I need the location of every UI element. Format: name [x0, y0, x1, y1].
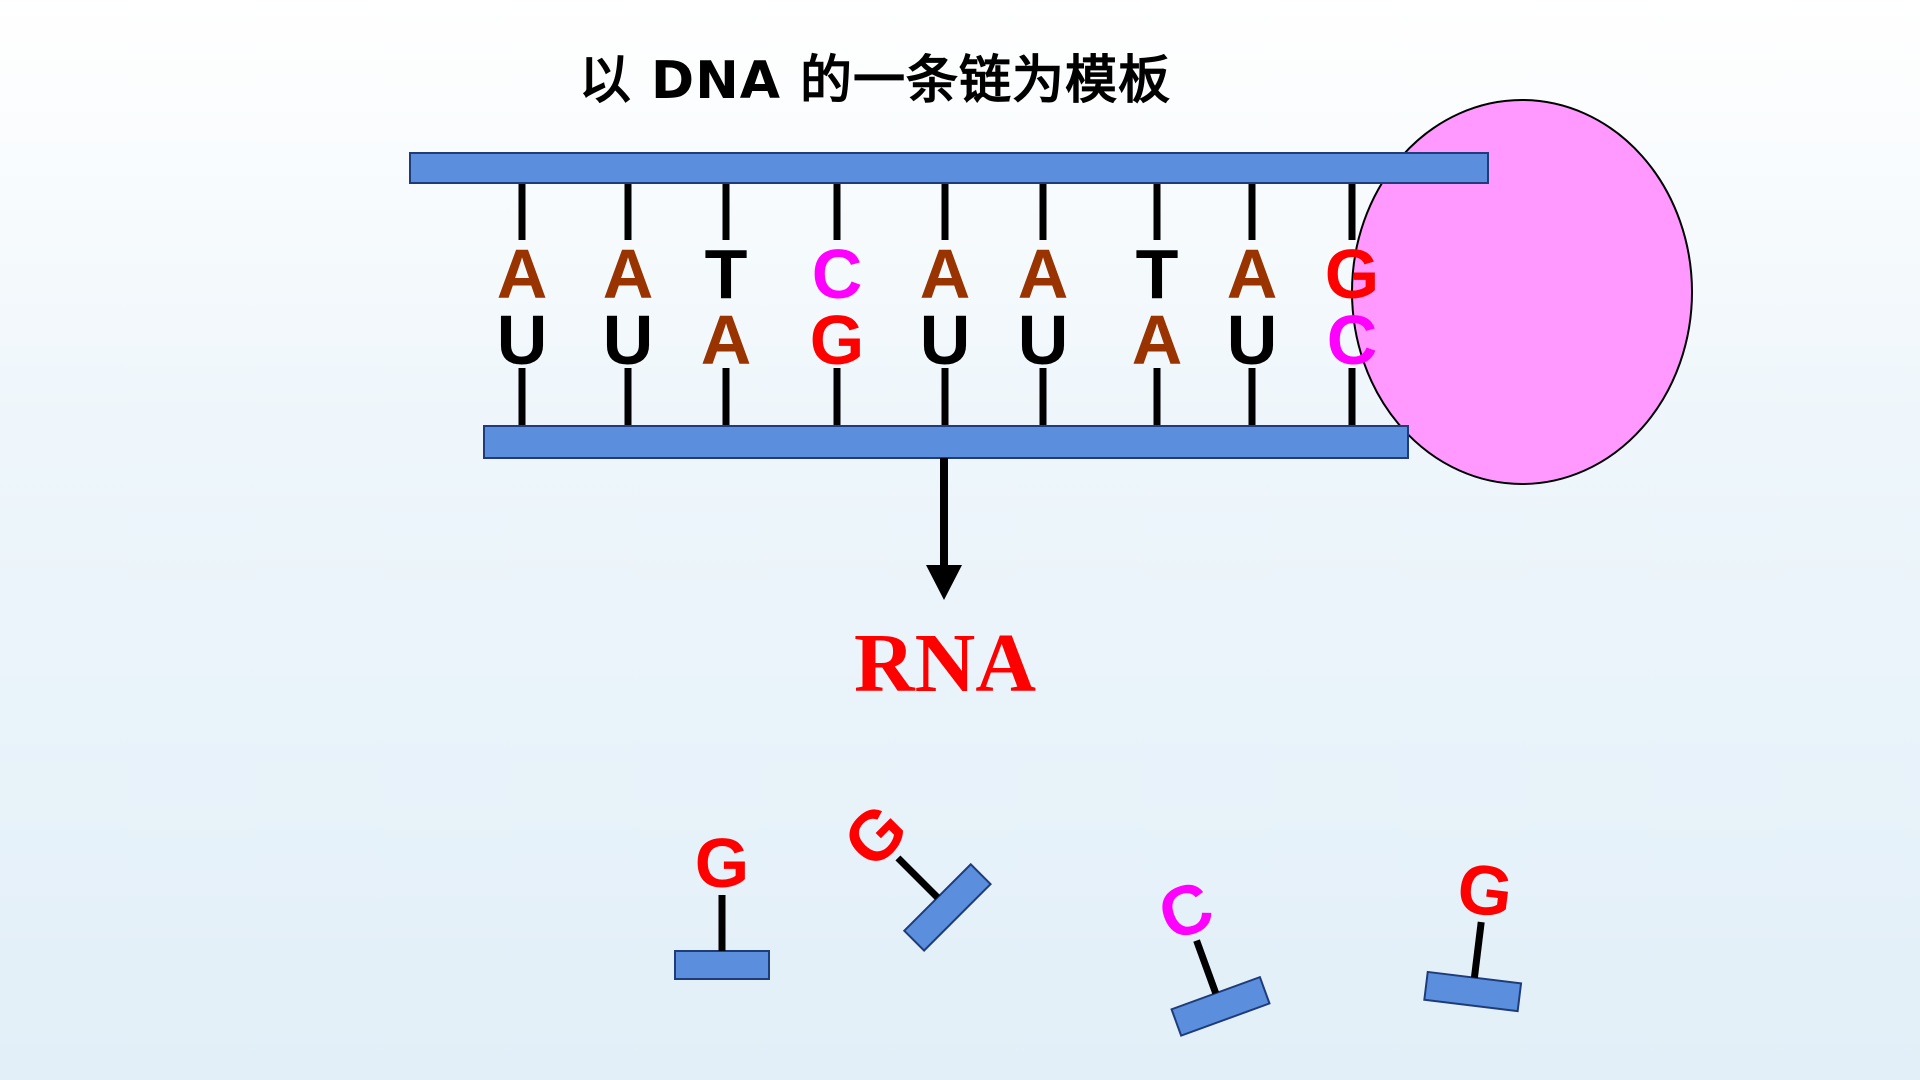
paired-base-7: U: [1227, 301, 1278, 379]
template-base-4: A: [920, 235, 971, 313]
template-base-5: A: [1018, 235, 1069, 313]
paired-base-3: G: [810, 301, 864, 379]
free-nucleotide-3: G: [1423, 848, 1523, 1013]
paired-base-4: U: [920, 301, 971, 379]
free-nucleotide-block: [902, 862, 992, 952]
paired-base-8: C: [1327, 301, 1378, 379]
free-nucleotide-0: G: [674, 824, 770, 980]
paired-base-5: U: [1018, 301, 1069, 379]
template-base-8: G: [1325, 235, 1379, 313]
template-base-2: T: [705, 235, 748, 313]
free-nucleotide-block: [1170, 975, 1271, 1037]
template-base-6: T: [1136, 235, 1179, 313]
rna-strand: [483, 425, 1409, 459]
template-base-1: A: [603, 235, 654, 313]
rna-polymerase: [1351, 99, 1693, 485]
free-nucleotide-block: [1423, 970, 1523, 1013]
free-nucleotide-stick: [1470, 921, 1485, 979]
paired-base-0: U: [497, 301, 548, 379]
free-nucleotide-base: G: [1453, 848, 1517, 932]
free-nucleotide-1: G: [828, 788, 992, 952]
page-title: 以 DNA 的一条链为模板: [578, 51, 1172, 111]
free-nucleotide-stick: [895, 855, 941, 901]
free-nucleotide-2: C: [1149, 865, 1271, 1037]
paired-base-2: A: [701, 301, 752, 379]
dna-template-strand: [409, 152, 1489, 184]
free-nucleotide-block: [674, 950, 770, 980]
paired-base-1: U: [603, 301, 654, 379]
paired-base-6: A: [1132, 301, 1183, 379]
template-base-7: A: [1227, 235, 1278, 313]
rna-label: RNA: [854, 617, 1036, 710]
free-nucleotide-base: C: [1149, 865, 1223, 956]
arrow-head: [926, 565, 962, 600]
template-base-3: C: [812, 235, 863, 313]
free-nucleotide-stick: [1193, 939, 1220, 995]
base-pair-connectors: [518, 180, 1356, 428]
free-nucleotide-base: G: [695, 824, 749, 902]
template-base-0: A: [497, 235, 548, 313]
